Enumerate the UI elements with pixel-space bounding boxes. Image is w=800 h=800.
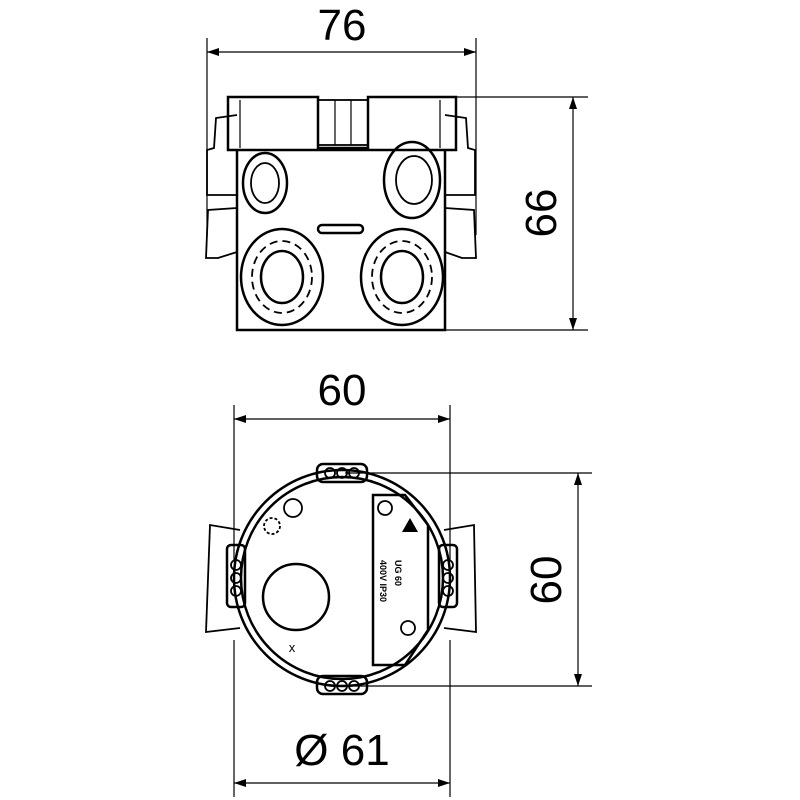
box-top-outline [205, 462, 477, 696]
dimension-label: Ø 61 [294, 726, 389, 775]
x-marker: x [289, 640, 296, 655]
dimension-height-66: 66 [445, 96, 588, 331]
knockout-small-left [241, 151, 289, 215]
dimension-diameter-61: Ø 61 [233, 640, 451, 797]
dimension-label: 66 [517, 189, 566, 238]
rating-marking: 400V IP30 [378, 560, 388, 602]
knockout-small-right [382, 140, 442, 220]
dimension-width-60: 60 [233, 366, 451, 560]
dimension-width-76: 76 [206, 1, 477, 235]
side-view: 76 66 [205, 1, 588, 332]
knockout-m25-right [359, 227, 445, 327]
dimension-label: 60 [522, 556, 571, 605]
dimension-label: 60 [318, 366, 367, 415]
knockout-m25-left [239, 227, 325, 327]
dimension-label: 76 [318, 1, 367, 50]
label-panel: UG 60 400V IP30 [371, 493, 430, 667]
dimension-height-60: 60 [345, 472, 592, 687]
box-side-outline [205, 95, 477, 332]
product-marking: UG 60 [393, 560, 403, 586]
top-view: 60 60 Ø 61 [205, 366, 592, 797]
